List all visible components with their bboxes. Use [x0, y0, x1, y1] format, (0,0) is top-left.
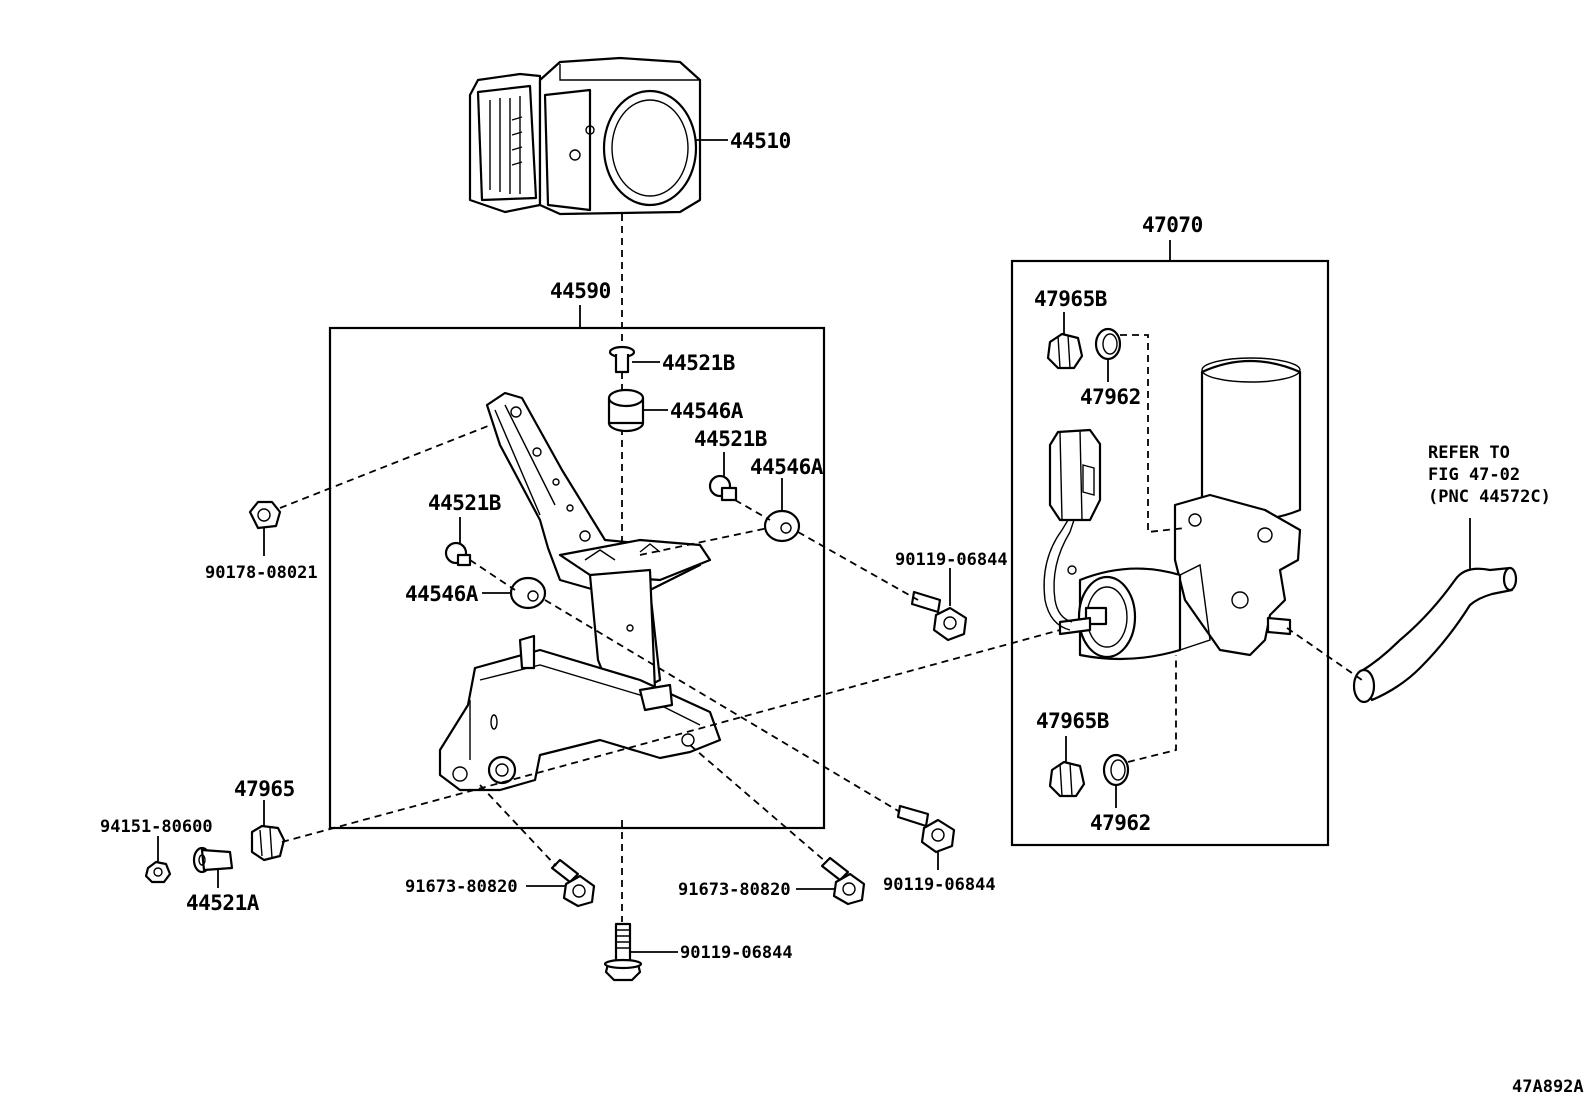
label-grommet-right: 44546A: [750, 455, 824, 479]
label-pump-ring-bottom: 47962: [1090, 811, 1151, 835]
label-grommet-small: 47965: [234, 777, 295, 801]
figure-code: 47A892A: [1512, 1077, 1584, 1097]
grommet-small-drawing: [250, 824, 286, 862]
nut-left-drawing: [248, 500, 282, 530]
bolt-front-left-drawing: [550, 858, 596, 908]
bracket-frame: [328, 326, 826, 830]
label-cushion-small: 44521A: [186, 891, 260, 915]
label-abs-actuator: 44510: [730, 129, 791, 153]
label-bolt-bottom: 90119-06844: [680, 943, 793, 963]
bolt-right-lower-drawing: [896, 804, 956, 854]
label-bracket-assy: 44590: [550, 279, 611, 303]
bolt-right-upper-drawing: [910, 590, 968, 642]
label-pump-grommet-top: 47965B: [1034, 287, 1107, 311]
refer-line-2: FIG 47-02: [1428, 465, 1520, 485]
label-pump-assy: 47070: [1142, 213, 1203, 237]
label-nut-small: 94151-80600: [100, 817, 213, 837]
refer-line-1: REFER TO: [1428, 443, 1510, 463]
cushion-right-drawing: [708, 474, 738, 502]
label-pump-grommet-bottom: 47965B: [1036, 709, 1109, 733]
cushion-left-drawing: [444, 541, 472, 567]
label-grommet-top: 44546A: [670, 399, 744, 423]
label-cushion-left: 44521B: [428, 491, 501, 515]
label-bolt-front-left: 91673-80820: [405, 877, 518, 897]
abs-actuator-drawing: [468, 56, 702, 216]
cushion-small-drawing: [192, 846, 234, 874]
refer-line-3: (PNC 44572C): [1428, 487, 1551, 507]
label-bolt-right-lower: 90119-06844: [883, 875, 996, 895]
nut-small-drawing: [144, 860, 172, 884]
label-pump-ring-top: 47962: [1080, 385, 1141, 409]
grommet-top-drawing: [607, 388, 645, 433]
pump-ring-top-drawing: [1094, 327, 1122, 361]
bolt-front-right-drawing: [820, 856, 866, 906]
cushion-top-drawing: [608, 345, 636, 374]
label-nut-left: 90178-08021: [205, 563, 318, 583]
hose-drawing: [1352, 566, 1518, 704]
bracket-drawing: [438, 391, 722, 792]
label-bolt-front-right: 91673-80820: [678, 880, 791, 900]
pump-ring-bottom-drawing: [1102, 753, 1130, 787]
bolt-bottom-drawing: [603, 922, 643, 982]
assembly-dash-lines: [279, 334, 1363, 867]
pump-grommet-bottom-drawing: [1048, 760, 1086, 798]
label-cushion-right: 44521B: [694, 427, 767, 451]
label-bolt-right-upper: 90119-06844: [895, 550, 1008, 570]
grommet-right-drawing: [763, 509, 801, 543]
label-grommet-left: 44546A: [405, 582, 479, 606]
grommet-left-drawing: [509, 576, 547, 610]
label-cushion-top: 44521B: [662, 351, 735, 375]
pump-drawing: [1043, 357, 1302, 661]
pump-grommet-top-drawing: [1046, 332, 1084, 370]
